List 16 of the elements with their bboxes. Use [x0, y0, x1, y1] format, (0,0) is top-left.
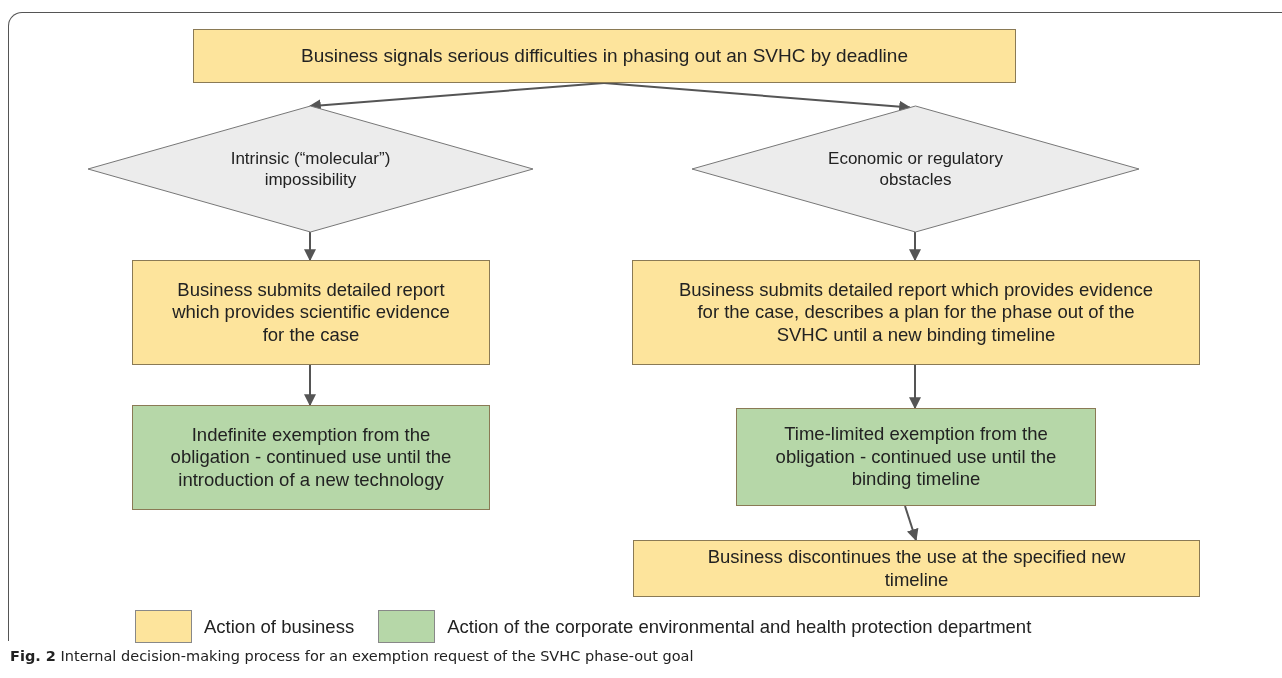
- arrow: [304, 231, 316, 262]
- arrow: [304, 364, 316, 407]
- process-box: Time-limited exemption from the obligation - continued use until the binding timeline: [736, 408, 1096, 506]
- process-box: Business signals serious difficulties in phasing out an SVHC by deadline: [193, 29, 1016, 83]
- legend-text: Action of business: [204, 615, 355, 638]
- caption: Fig. 2 Internal decision-making process for an exemption request of the SVHC phase-out goal: [10, 648, 694, 664]
- process-box: Indefinite exemption from the obligation - continued use until the introduction of a new technology: [132, 405, 490, 510]
- decision-diamond: Intrinsic (“molecular”) impossibility: [88, 106, 533, 232]
- arrow: [909, 231, 921, 262]
- process-box: Business submits detailed report which provides scientific evidence for the case: [132, 260, 490, 365]
- process-box: Business discontinues the use at the specified new timeline: [633, 540, 1200, 597]
- decision-diamond: Economic or regulatory obstacles: [692, 106, 1139, 232]
- process-box: Business submits detailed report which provides evidence for the case, describes a plan for the phase out of the SVHC until a new binding timeline: [632, 260, 1200, 365]
- arrow: [909, 364, 921, 410]
- legend-text: Action of the corporate environmental and health protection department: [447, 615, 1032, 638]
- arrow: [904, 505, 919, 542]
